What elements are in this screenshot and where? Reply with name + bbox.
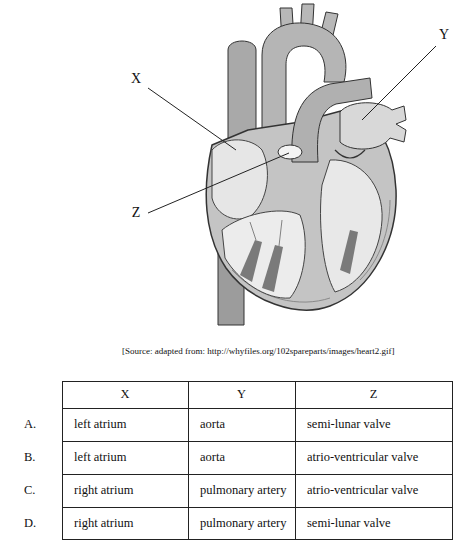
option-letter: C. bbox=[24, 474, 58, 507]
table-cell: pulmonary artery bbox=[200, 507, 295, 540]
table-rule bbox=[63, 441, 453, 442]
superior-vena-cava bbox=[228, 41, 256, 138]
table-rule bbox=[63, 408, 453, 409]
papillary-muscle bbox=[240, 240, 262, 282]
option-letter: B. bbox=[24, 441, 58, 474]
table-cell: left atrium bbox=[74, 408, 188, 441]
option-letter: A. bbox=[24, 408, 58, 441]
table-cell: pulmonary artery bbox=[200, 474, 295, 507]
table-header: Z bbox=[295, 381, 452, 408]
option-letter: D. bbox=[24, 507, 58, 540]
table-header: Y bbox=[188, 381, 295, 408]
table-rule bbox=[63, 507, 453, 508]
source-note: [Source: adapted from: http://whyfiles.o… bbox=[122, 344, 395, 358]
right-atrium bbox=[212, 140, 267, 219]
table-cell: right atrium bbox=[74, 507, 188, 540]
answer-table-grid bbox=[63, 382, 453, 540]
table-cell: semi-lunar valve bbox=[307, 408, 452, 441]
leader-line bbox=[148, 153, 289, 213]
heart-drawing bbox=[206, 4, 406, 325]
valve bbox=[278, 145, 302, 159]
left-ventricle bbox=[321, 160, 383, 292]
mitral-valve bbox=[335, 150, 365, 158]
leader-line bbox=[148, 88, 236, 150]
table-cell: aorta bbox=[200, 408, 295, 441]
table-cell: atrio-ventricular valve bbox=[307, 441, 452, 474]
leader-lines bbox=[148, 46, 436, 213]
papillary-muscle bbox=[340, 230, 358, 274]
table-cell: right atrium bbox=[74, 474, 188, 507]
table-cell: aorta bbox=[200, 441, 295, 474]
chordae bbox=[250, 220, 282, 246]
table-border bbox=[63, 382, 453, 540]
papillary-muscle bbox=[262, 245, 283, 292]
table-cell: semi-lunar valve bbox=[307, 507, 452, 540]
table-rule bbox=[188, 382, 189, 540]
part-label: Z bbox=[126, 204, 146, 222]
part-label: X bbox=[126, 70, 146, 88]
table-rule bbox=[63, 474, 453, 475]
part-label: Y bbox=[434, 26, 454, 44]
table-rule bbox=[295, 382, 296, 540]
leader-line bbox=[362, 46, 436, 120]
table-header: X bbox=[62, 381, 188, 408]
table-cell: atrio-ventricular valve bbox=[307, 474, 452, 507]
right-ventricle bbox=[222, 211, 305, 298]
table-cell: left atrium bbox=[74, 441, 188, 474]
